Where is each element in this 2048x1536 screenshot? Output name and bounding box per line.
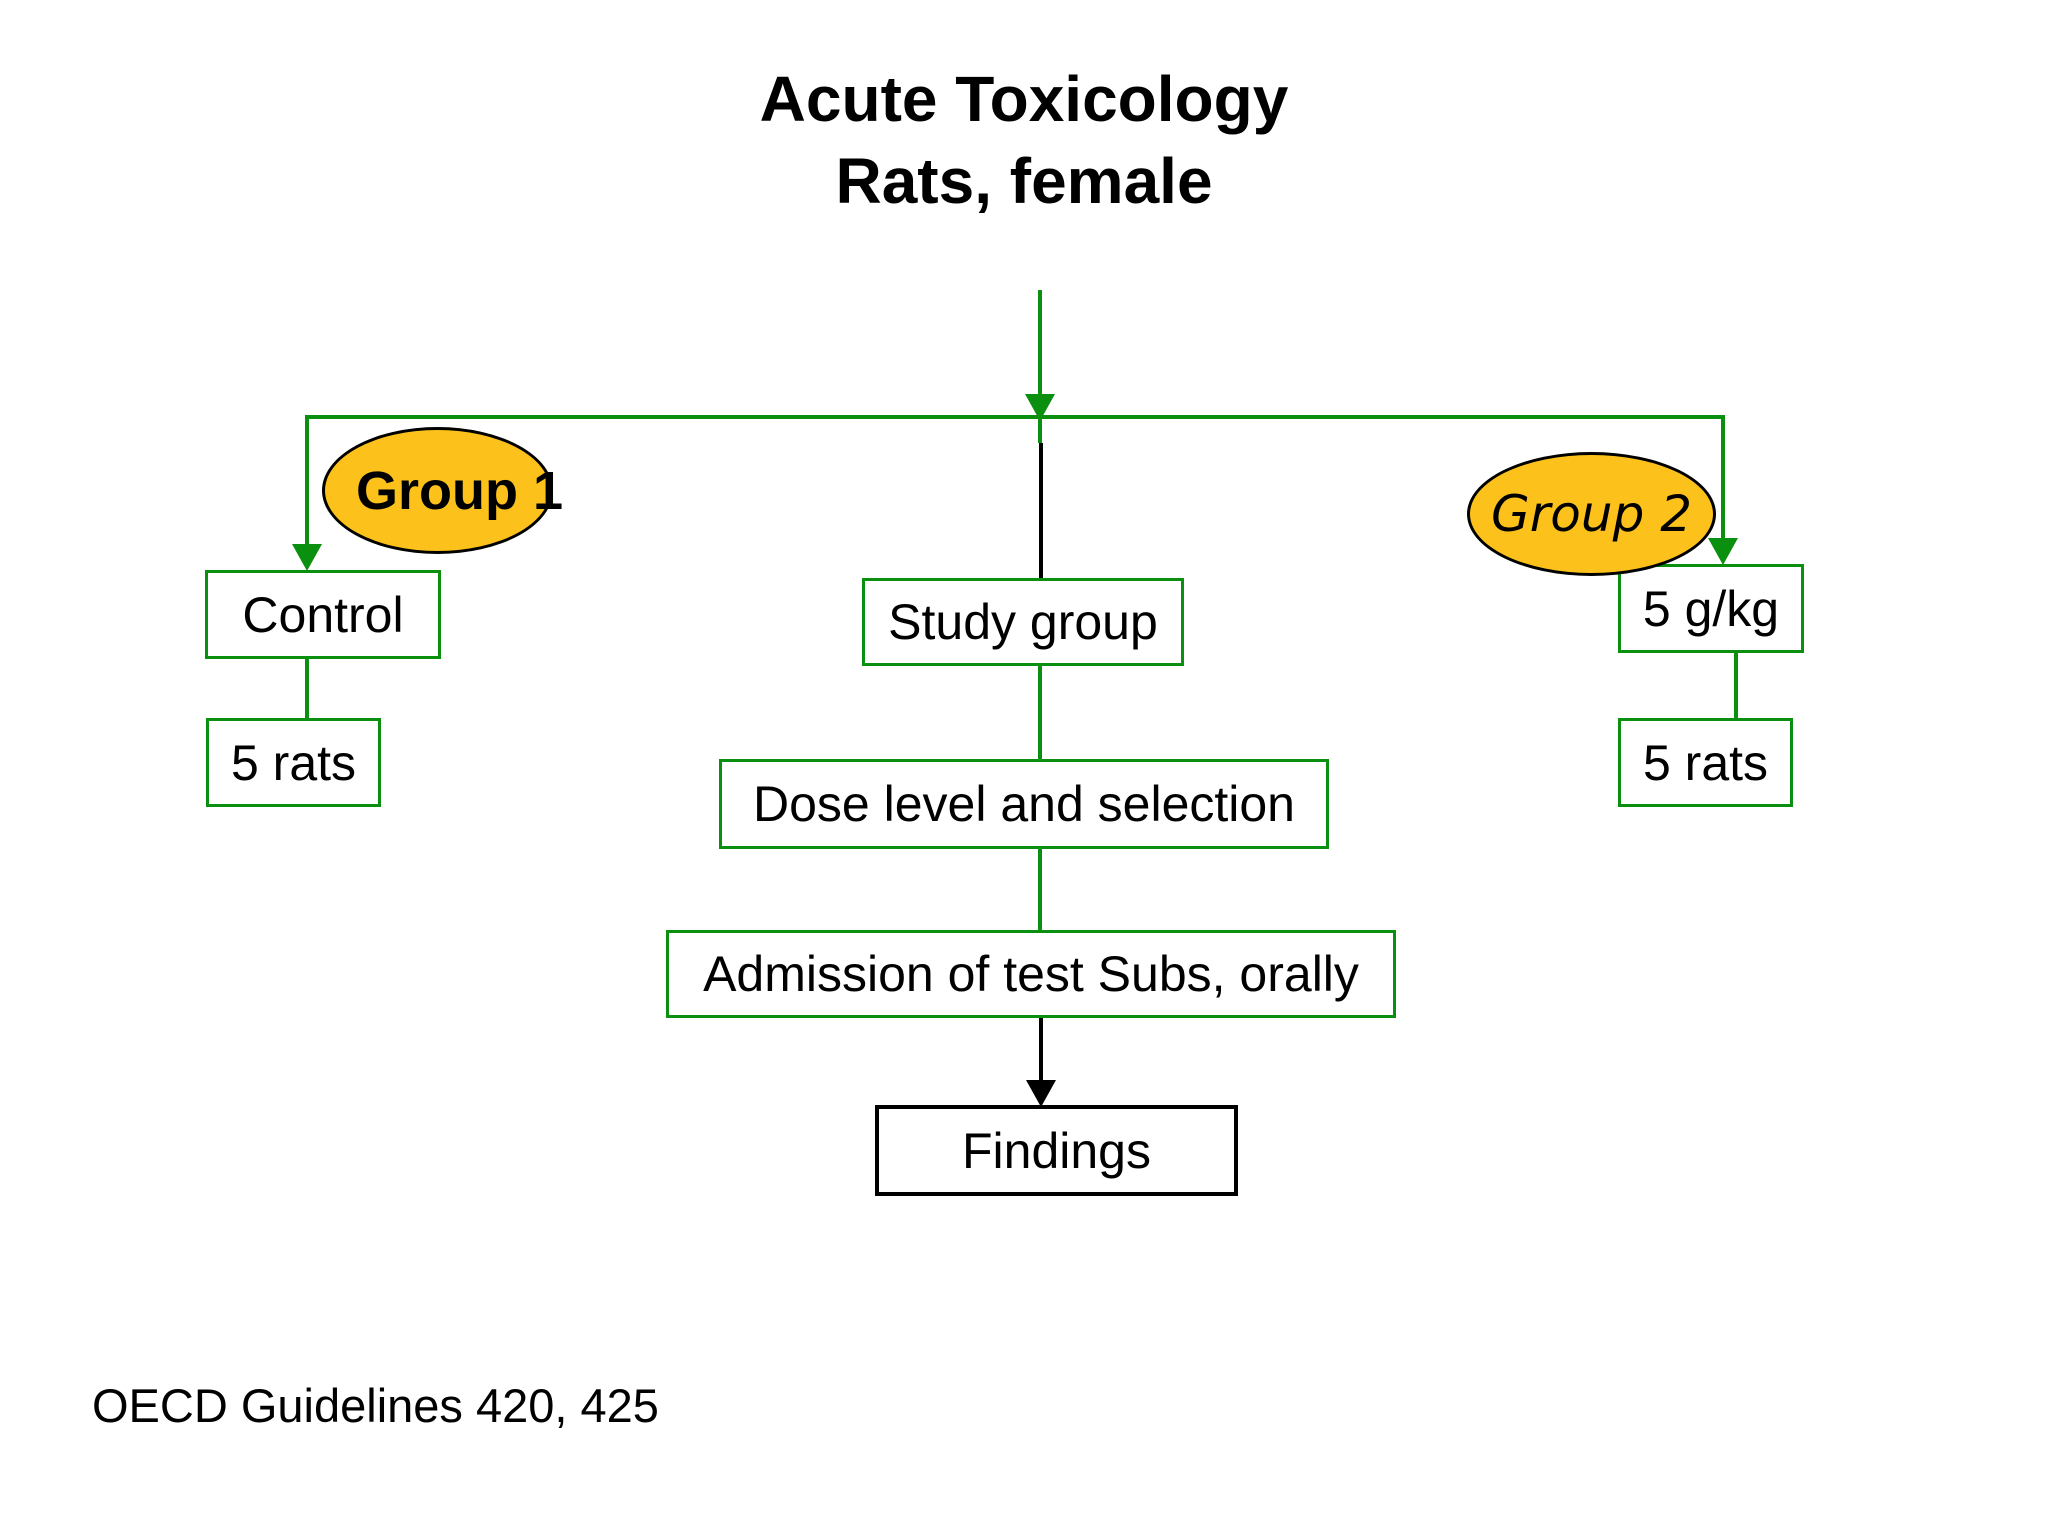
rats-left-box-label: 5 rats	[230, 734, 357, 791]
green-arrowhead-control-icon	[292, 544, 322, 571]
connector-branch-to-dose-level	[1721, 415, 1725, 540]
dose-level-box: 5 g/kg	[1618, 564, 1804, 653]
control-box: Control	[205, 570, 441, 659]
black-arrowhead-findings-icon	[1026, 1080, 1056, 1107]
dose-level-selection-box-label: Dose level and selection	[753, 776, 1295, 832]
group1-label: Group 1	[355, 460, 563, 521]
connector-dose-to-admission	[1038, 843, 1042, 938]
group2-label: Group 2	[1490, 485, 1693, 543]
findings-box-label: Findings	[962, 1122, 1151, 1179]
title-line-1: Acute Toxicology	[759, 63, 1289, 135]
control-box-label: Control	[242, 586, 404, 643]
findings-box: Findings	[875, 1105, 1238, 1196]
connector-title-to-branch	[1038, 290, 1042, 417]
admission-box: Admission of test Subs, orally	[666, 930, 1396, 1018]
page-title: Acute Toxicology Rats, female	[0, 58, 2048, 222]
connector-admission-to-findings	[1039, 1012, 1043, 1084]
rats-left-box: 5 rats	[206, 718, 381, 807]
connector-dose-level-to-rats-right	[1734, 647, 1738, 726]
study-group-box: Study group	[862, 578, 1184, 666]
connector-control-to-rats-left	[305, 653, 309, 726]
rats-right-box: 5 rats	[1618, 718, 1793, 807]
connector-study-to-dose	[1038, 660, 1042, 775]
connector-branch-stub-green	[1038, 417, 1042, 443]
group2-ellipse: Group 2	[1467, 452, 1716, 576]
study-group-box-label: Study group	[888, 594, 1158, 650]
group1-ellipse: Group 1	[322, 427, 563, 554]
title-line-2: Rats, female	[835, 145, 1213, 217]
connector-to-study-group	[1039, 443, 1043, 578]
admission-box-label: Admission of test Subs, orally	[703, 946, 1359, 1002]
connector-branch-to-control	[305, 415, 309, 548]
dose-level-selection-box: Dose level and selection	[719, 759, 1329, 849]
rats-right-box-label: 5 rats	[1642, 734, 1769, 791]
green-arrowhead-dose-level-icon	[1708, 538, 1738, 565]
footer-guidelines: OECD Guidelines 420, 425	[92, 1379, 659, 1432]
dose-level-box-label: 5 g/kg	[1642, 580, 1780, 637]
connector-branch-horizontal	[305, 415, 1725, 419]
